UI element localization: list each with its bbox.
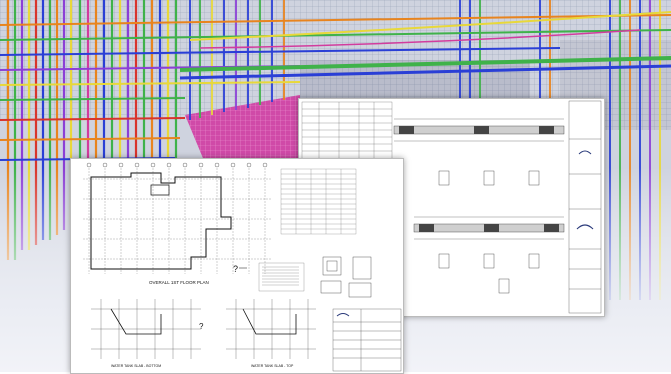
rebar-detail-drawing — [301, 100, 602, 314]
water-tank-top-title: WATER TANK SLAB - TOP — [251, 364, 294, 368]
svg-text:?: ? — [199, 322, 204, 331]
overall-plan-title: OVERALL 1ST FLOOR PLAN — [149, 280, 209, 285]
north-arrow-icon: ? — [233, 264, 247, 274]
floor-plan-drawing-sheet: ? — [70, 158, 404, 374]
svg-text:?: ? — [233, 264, 238, 274]
floor-plan-drawing: ? — [83, 162, 402, 372]
north-arrow-icon: ? — [199, 322, 204, 331]
water-tank-bottom-title: WATER TANK SLAB - BOTTOM — [111, 364, 162, 368]
